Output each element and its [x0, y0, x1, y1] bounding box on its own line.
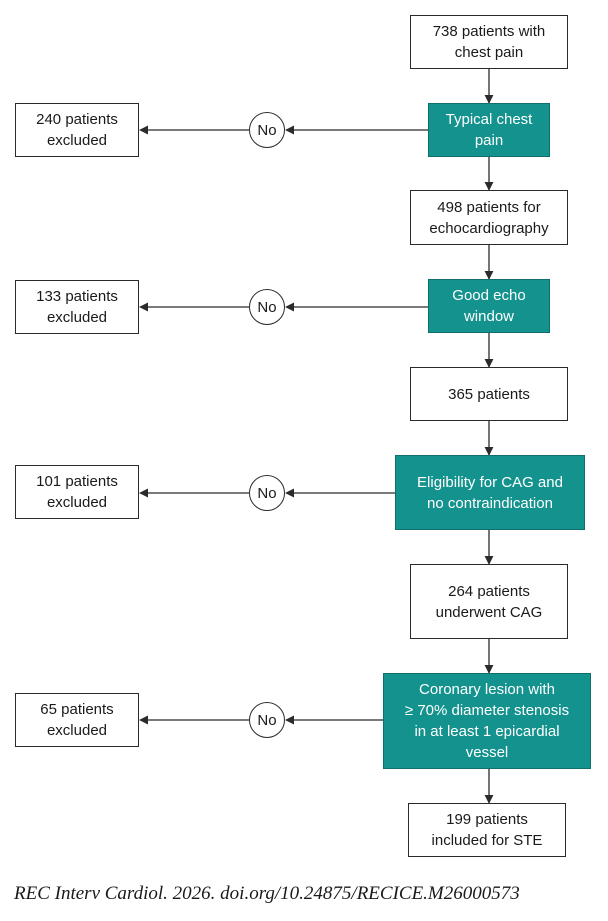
no-circle-2: No: [249, 289, 285, 325]
underwent-cag-box: 264 patients underwent CAG: [410, 564, 568, 639]
start-box: 738 patients with chest pain: [410, 15, 568, 69]
no-circle-3: No: [249, 475, 285, 511]
decision-typical-chest-pain: Typical chest pain: [428, 103, 550, 157]
citation-text: REC Interv Cardiol. 2026. doi.org/10.248…: [14, 883, 520, 904]
echocardiography-box: 498 patients for echocardiography: [410, 190, 568, 245]
included-for-ste-box: 199 patients included for STE: [408, 803, 566, 857]
decision-cag-eligibility: Eligibility for CAG and no contraindicat…: [395, 455, 585, 530]
decision-coronary-lesion: Coronary lesion with ≥ 70% diameter sten…: [383, 673, 591, 769]
excluded-box-101: 101 patients excluded: [15, 465, 139, 519]
excluded-box-65: 65 patients excluded: [15, 693, 139, 747]
excluded-box-240: 240 patients excluded: [15, 103, 139, 157]
no-circle-1: No: [249, 112, 285, 148]
excluded-box-133: 133 patients excluded: [15, 280, 139, 334]
decision-good-echo-window: Good echo window: [428, 279, 550, 333]
patients-365-box: 365 patients: [410, 367, 568, 421]
no-circle-4: No: [249, 702, 285, 738]
